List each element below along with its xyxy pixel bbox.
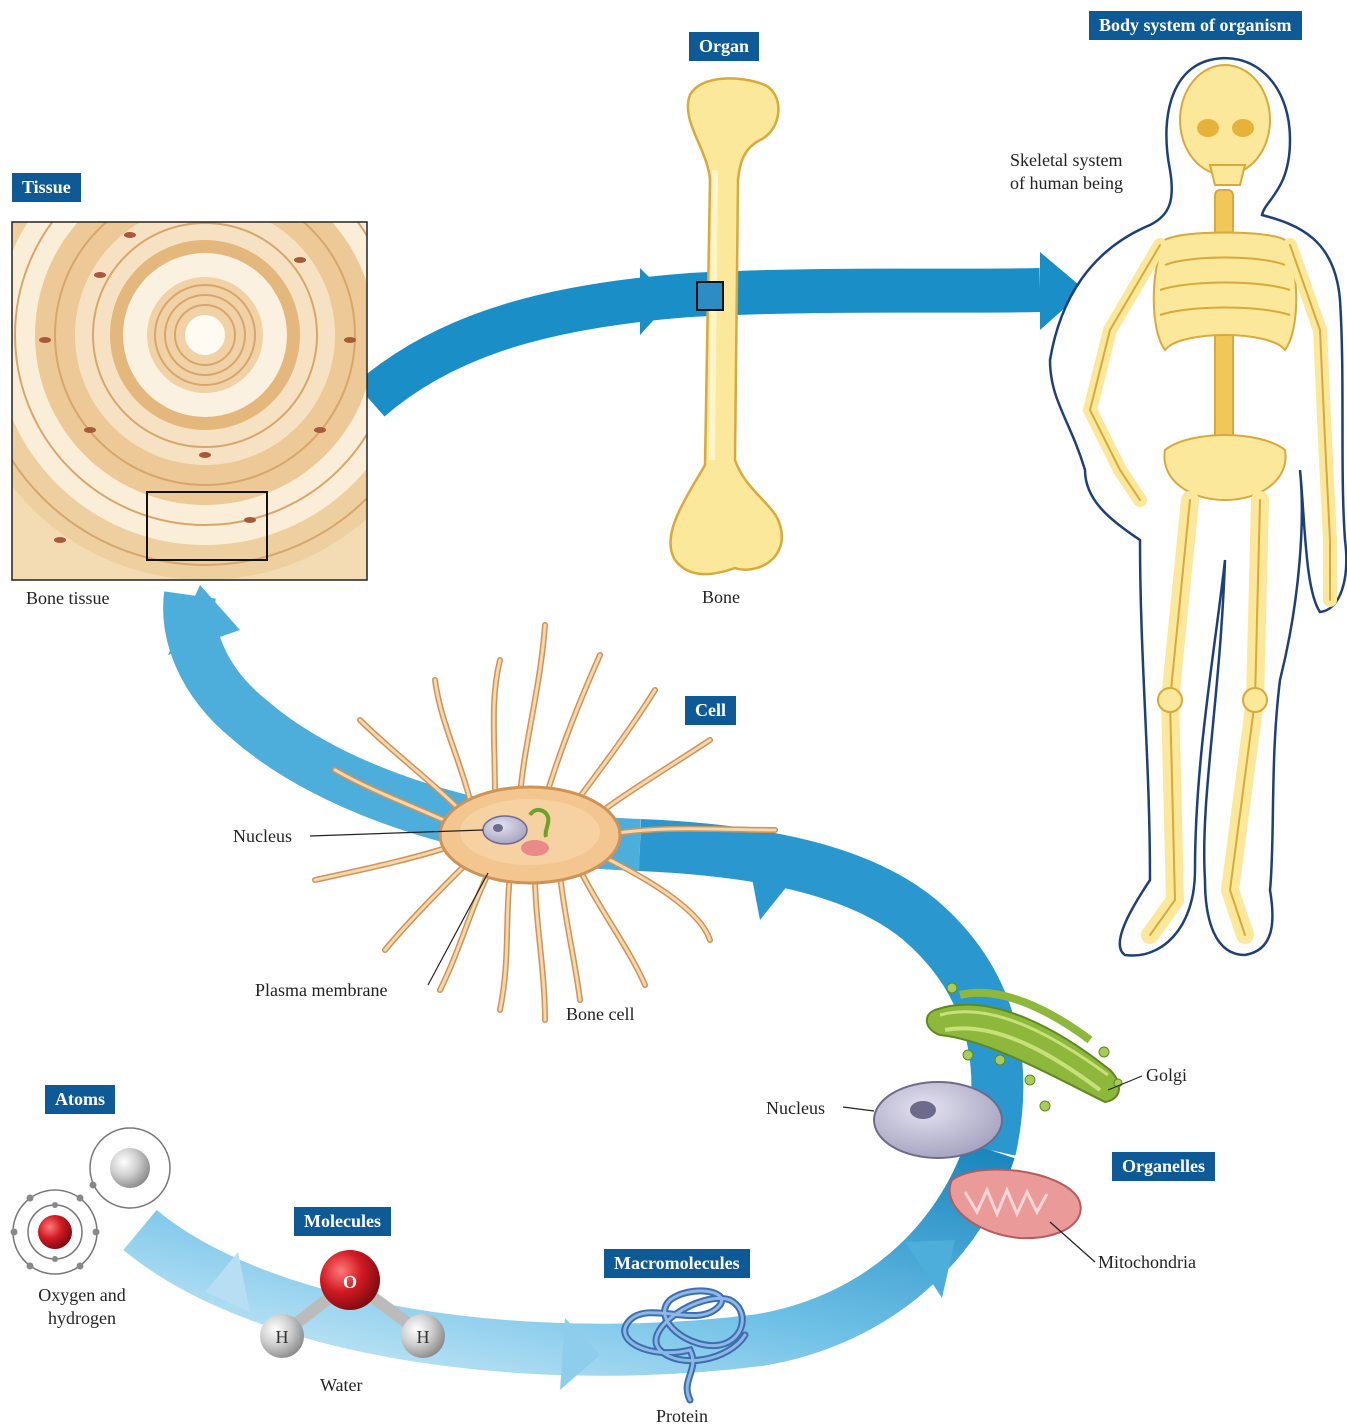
organelle-nucleus-caption: Nucleus bbox=[766, 1097, 825, 1120]
skeletal-system-caption-line2: of human being bbox=[1010, 172, 1123, 195]
oxygen-hydrogen-caption-line1: Oxygen and bbox=[22, 1284, 142, 1307]
arrowhead-4 bbox=[750, 868, 800, 920]
plasma-membrane-caption: Plasma membrane bbox=[255, 979, 387, 1002]
level-badge-tissue: Tissue bbox=[12, 173, 81, 202]
cell-nucleus-caption: Nucleus bbox=[233, 825, 292, 848]
skeletal-system-caption-line1: Skeletal system bbox=[1010, 149, 1123, 172]
level-badge-atoms: Atoms bbox=[45, 1085, 115, 1114]
golgi-caption: Golgi bbox=[1146, 1064, 1187, 1087]
bone-icon bbox=[670, 78, 781, 574]
oxygen-hydrogen-caption-line2: hydrogen bbox=[22, 1307, 142, 1330]
level-badge-body-system: Body system of organism bbox=[1089, 11, 1302, 40]
oxygen-symbol: O bbox=[343, 1272, 357, 1292]
hydrogen-symbol-left: H bbox=[276, 1327, 289, 1347]
bone-caption: Bone bbox=[702, 586, 740, 609]
water-caption: Water bbox=[320, 1374, 363, 1397]
level-badge-cell: Cell bbox=[685, 696, 736, 725]
bone-tissue-image bbox=[0, 90, 450, 580]
oxygen-hydrogen-caption: Oxygen and hydrogen bbox=[22, 1284, 142, 1329]
mitochondria-caption: Mitochondria bbox=[1098, 1251, 1196, 1274]
hydrogen-atom-icon bbox=[90, 1128, 171, 1208]
protein-caption: Protein bbox=[656, 1405, 708, 1428]
level-badge-molecules: Molecules bbox=[294, 1207, 391, 1236]
level-badge-organ: Organ bbox=[689, 32, 759, 61]
nucleus-icon bbox=[874, 1082, 1002, 1158]
skeletal-system-caption: Skeletal system of human being bbox=[1010, 149, 1123, 194]
bone-cell-caption: Bone cell bbox=[566, 1003, 634, 1026]
level-badge-macromolecules: Macromolecules bbox=[604, 1249, 750, 1278]
hydrogen-symbol-right: H bbox=[417, 1327, 430, 1347]
bone-tissue-caption: Bone tissue bbox=[26, 587, 110, 610]
oxygen-atom-icon bbox=[11, 1190, 100, 1274]
level-badge-organelles: Organelles bbox=[1112, 1152, 1215, 1181]
